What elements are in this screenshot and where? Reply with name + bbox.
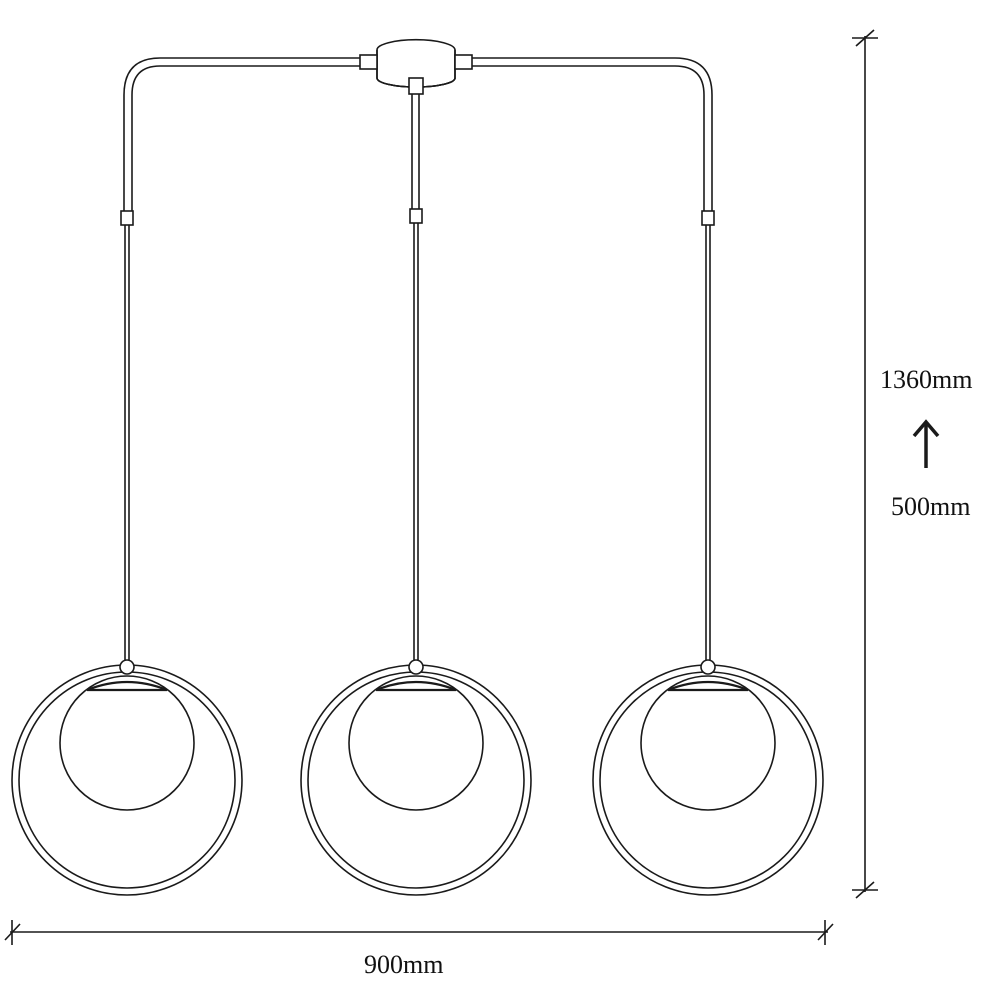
inner-ring [307,671,525,889]
left-arm [120,57,360,660]
ring-knob [408,659,424,675]
width-dimension-line [4,920,834,945]
glass-globe [640,675,776,811]
center-rod [409,94,423,660]
outer-ring [11,664,243,896]
globe-cap [375,680,457,692]
outer-ring [300,664,532,896]
globe-cap [667,680,749,692]
pendant-globe [11,659,243,896]
globe-cap [86,680,168,692]
width-label: 900mm [364,950,444,979]
canopy [359,38,473,95]
right-arm [472,57,715,660]
glass-globe [348,675,484,811]
height-dimension-line [852,29,878,899]
ring-knob [700,659,716,675]
height-max-label: 1360mm [880,365,973,394]
pendant-globe [300,659,532,896]
glass-globe [59,675,195,811]
height-min-label: 500mm [891,492,971,521]
inner-ring [18,671,236,889]
outer-ring [592,664,824,896]
ring-knob [119,659,135,675]
pendant-globe [592,659,824,896]
adjustable-arrow-icon [912,419,940,468]
inner-ring [599,671,817,889]
